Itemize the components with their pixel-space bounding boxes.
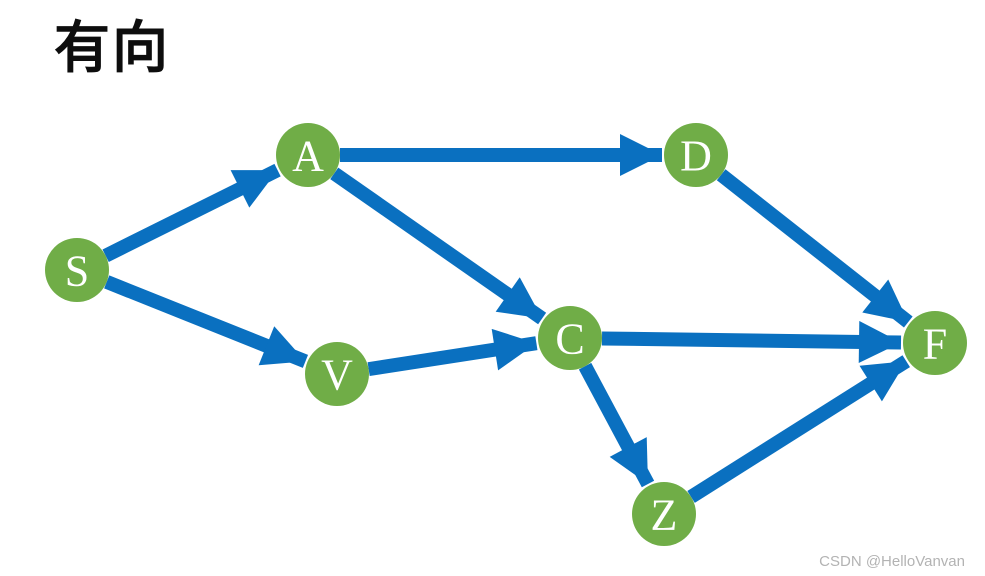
edge-C-Z [578,362,655,488]
edge-V-C [367,328,538,377]
node-Z: Z [632,482,696,546]
edge-S-A [102,163,281,263]
edge-S-V [104,275,309,368]
node-circle-F [903,311,967,375]
node-circle-D [664,123,728,187]
node-S: S [45,238,109,302]
edge-Z-F [687,355,910,503]
node-F: F [903,311,967,375]
watermark: CSDN @HelloVanvan [819,553,965,570]
node-circle-S [45,238,109,302]
edge-C-F [601,320,902,363]
edge-A-C [330,167,547,325]
node-D: D [664,123,728,187]
node-circle-V [305,342,369,406]
node-circle-Z [632,482,696,546]
node-C: C [538,306,602,370]
nodes-layer: S A D V C Z F [45,123,967,546]
node-circle-A [276,123,340,187]
node-V: V [305,342,369,406]
edge-D-F [716,169,913,328]
page-title: 有向 [54,16,170,81]
node-A: A [276,123,340,187]
edges-layer [102,134,913,503]
node-circle-C [538,306,602,370]
